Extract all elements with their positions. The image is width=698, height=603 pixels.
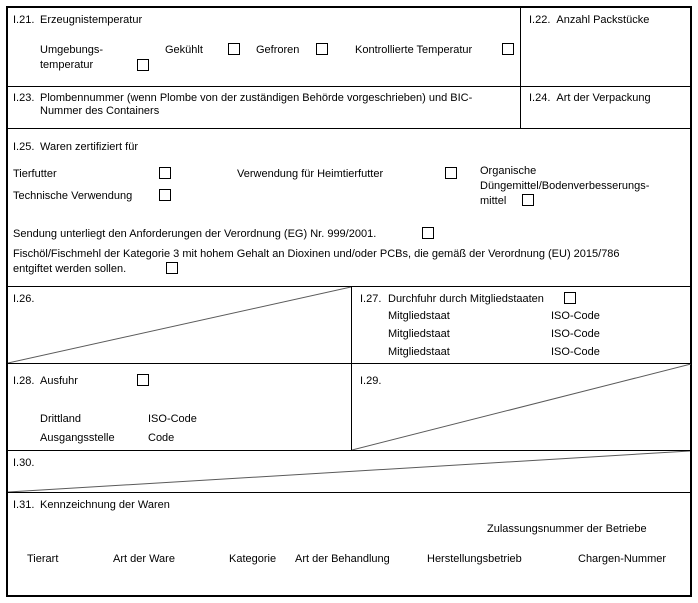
section-title-i22: Anzahl Packstücke (556, 14, 650, 26)
section-number-i26: I.26. (13, 293, 35, 305)
label-iso-code-3: ISO-Code (551, 346, 600, 358)
row-i31: I.31. Kennzeichnung der Waren Zulassungs… (8, 492, 690, 595)
certificate-form: I.21. Erzeugnistemperatur Umgebungs- tem… (6, 6, 692, 597)
label-iso-code-2: ISO-Code (551, 328, 600, 340)
section-title-i31: Kennzeichnung der Waren (40, 499, 170, 511)
label-third-country: Drittland (40, 413, 81, 425)
row-i28-i29: I.28. Ausfuhr Drittland ISO-Code Ausgang… (8, 363, 691, 450)
label-third-country-iso-code: ISO-Code (148, 413, 197, 425)
section-title-i21: Erzeugnistemperatur (40, 14, 143, 26)
checkbox-technical-use[interactable] (159, 189, 171, 201)
column-header-manufacturing-plant: Herstellungsbetrieb (427, 553, 522, 565)
column-header-batch-number: Chargen-Nummer (578, 553, 667, 565)
section-title-i23: Plombennummer (wenn Plombe von der zustä… (40, 92, 473, 117)
section-number-i25: I.25. (13, 141, 35, 153)
label-petfood-use: Verwendung für Heimtierfutter (237, 168, 384, 180)
checkbox-frozen[interactable] (316, 43, 328, 55)
checkbox-ambient-temperature[interactable] (137, 59, 149, 71)
label-member-state-1: Mitgliedstaat (388, 310, 450, 322)
label-exit-point: Ausgangsstelle (40, 432, 115, 444)
label-animal-feed: Tierfutter (13, 168, 57, 180)
section-title-i28: Ausfuhr (40, 375, 78, 387)
label-frozen: Gefroren (256, 44, 300, 56)
label-chilled: Gekühlt (165, 44, 203, 56)
label-technical-use: Technische Verwendung (13, 190, 133, 202)
section-number-i28: I.28. (13, 375, 35, 387)
cell-i28: I.28. Ausfuhr Drittland ISO-Code Ausgang… (8, 364, 351, 450)
diagonal-strike-i29 (352, 364, 691, 450)
note-regulation-999-2001: Sendung unterliegt den Anforderungen der… (13, 228, 377, 240)
section-number-i31: I.31. (13, 499, 35, 511)
note-fish-oil-line2: entgiftet werden sollen. (13, 263, 127, 275)
row-i30: I.30. (8, 450, 690, 492)
row-i23-i24: I.23. Plombennummer (wenn Plombe von der… (8, 86, 690, 128)
label-organic-fertiliser-line3: mittel (480, 195, 507, 207)
note-fish-oil-line1: Fischöl/Fischmehl der Kategorie 3 mit ho… (13, 248, 620, 260)
label-exit-point-code: Code (148, 432, 175, 444)
cell-i27: I.27. Durchfuhr durch Mitgliedstaaten Mi… (351, 287, 690, 363)
section-number-i22: I.22. (529, 14, 551, 26)
cell-i29: I.29. (351, 364, 691, 450)
label-organic-fertiliser-line1: Organische (480, 165, 537, 177)
column-header-treatment-type: Art der Behandlung (295, 553, 390, 565)
cell-i22: I.22. Anzahl Packstücke (520, 8, 690, 86)
label-approval-number-establishments: Zulassungsnummer der Betriebe (487, 523, 647, 535)
diagonal-strike-i30 (8, 451, 690, 492)
checkbox-petfood-use[interactable] (445, 167, 457, 179)
section-number-i30: I.30. (13, 457, 35, 469)
column-header-nature-of-commodity: Art der Ware (113, 553, 175, 565)
section-title-i25: Waren zertifiziert für (40, 141, 139, 153)
label-ambient-temperature-line2: temperatur (40, 59, 94, 71)
cell-i24: I.24. Art der Verpackung (520, 87, 690, 128)
diagonal-strike-i26 (8, 287, 351, 363)
checkbox-export[interactable] (137, 374, 149, 386)
checkbox-animal-feed[interactable] (159, 167, 171, 179)
column-header-species: Tierart (27, 553, 59, 565)
checkbox-chilled[interactable] (228, 43, 240, 55)
checkbox-regulation-999-2001[interactable] (422, 227, 434, 239)
cell-i26: I.26. (8, 287, 351, 363)
section-number-i27: I.27. (360, 293, 382, 305)
label-controlled-temperature: Kontrollierte Temperatur (355, 44, 473, 56)
label-member-state-3: Mitgliedstaat (388, 346, 450, 358)
section-title-i24: Art der Verpackung (556, 92, 651, 104)
section-number-i23: I.23. (13, 92, 35, 104)
row-i26-i27: I.26. I.27. Durchfuhr durch Mitgliedstaa… (8, 286, 690, 363)
section-title-i27: Durchfuhr durch Mitgliedstaaten (388, 293, 544, 305)
checkbox-fish-oil-detox[interactable] (166, 262, 178, 274)
label-organic-fertiliser-line2: Düngemittel/Bodenverbesserungs- (480, 180, 650, 192)
section-number-i29: I.29. (360, 375, 382, 387)
label-member-state-2: Mitgliedstaat (388, 328, 450, 340)
checkbox-transit-member-states[interactable] (564, 292, 576, 304)
label-ambient-temperature-line1: Umgebungs- (40, 44, 103, 56)
section-number-i21: I.21. (13, 14, 35, 26)
column-header-category: Kategorie (229, 553, 277, 565)
checkbox-controlled-temperature[interactable] (502, 43, 514, 55)
section-number-i24: I.24. (529, 92, 551, 104)
row-i21-i22: I.21. Erzeugnistemperatur Umgebungs- tem… (8, 8, 690, 86)
label-iso-code-1: ISO-Code (551, 310, 600, 322)
checkbox-organic-fertiliser[interactable] (522, 194, 534, 206)
row-i25: I.25. Waren zertifiziert für Tierfutter … (8, 128, 690, 286)
